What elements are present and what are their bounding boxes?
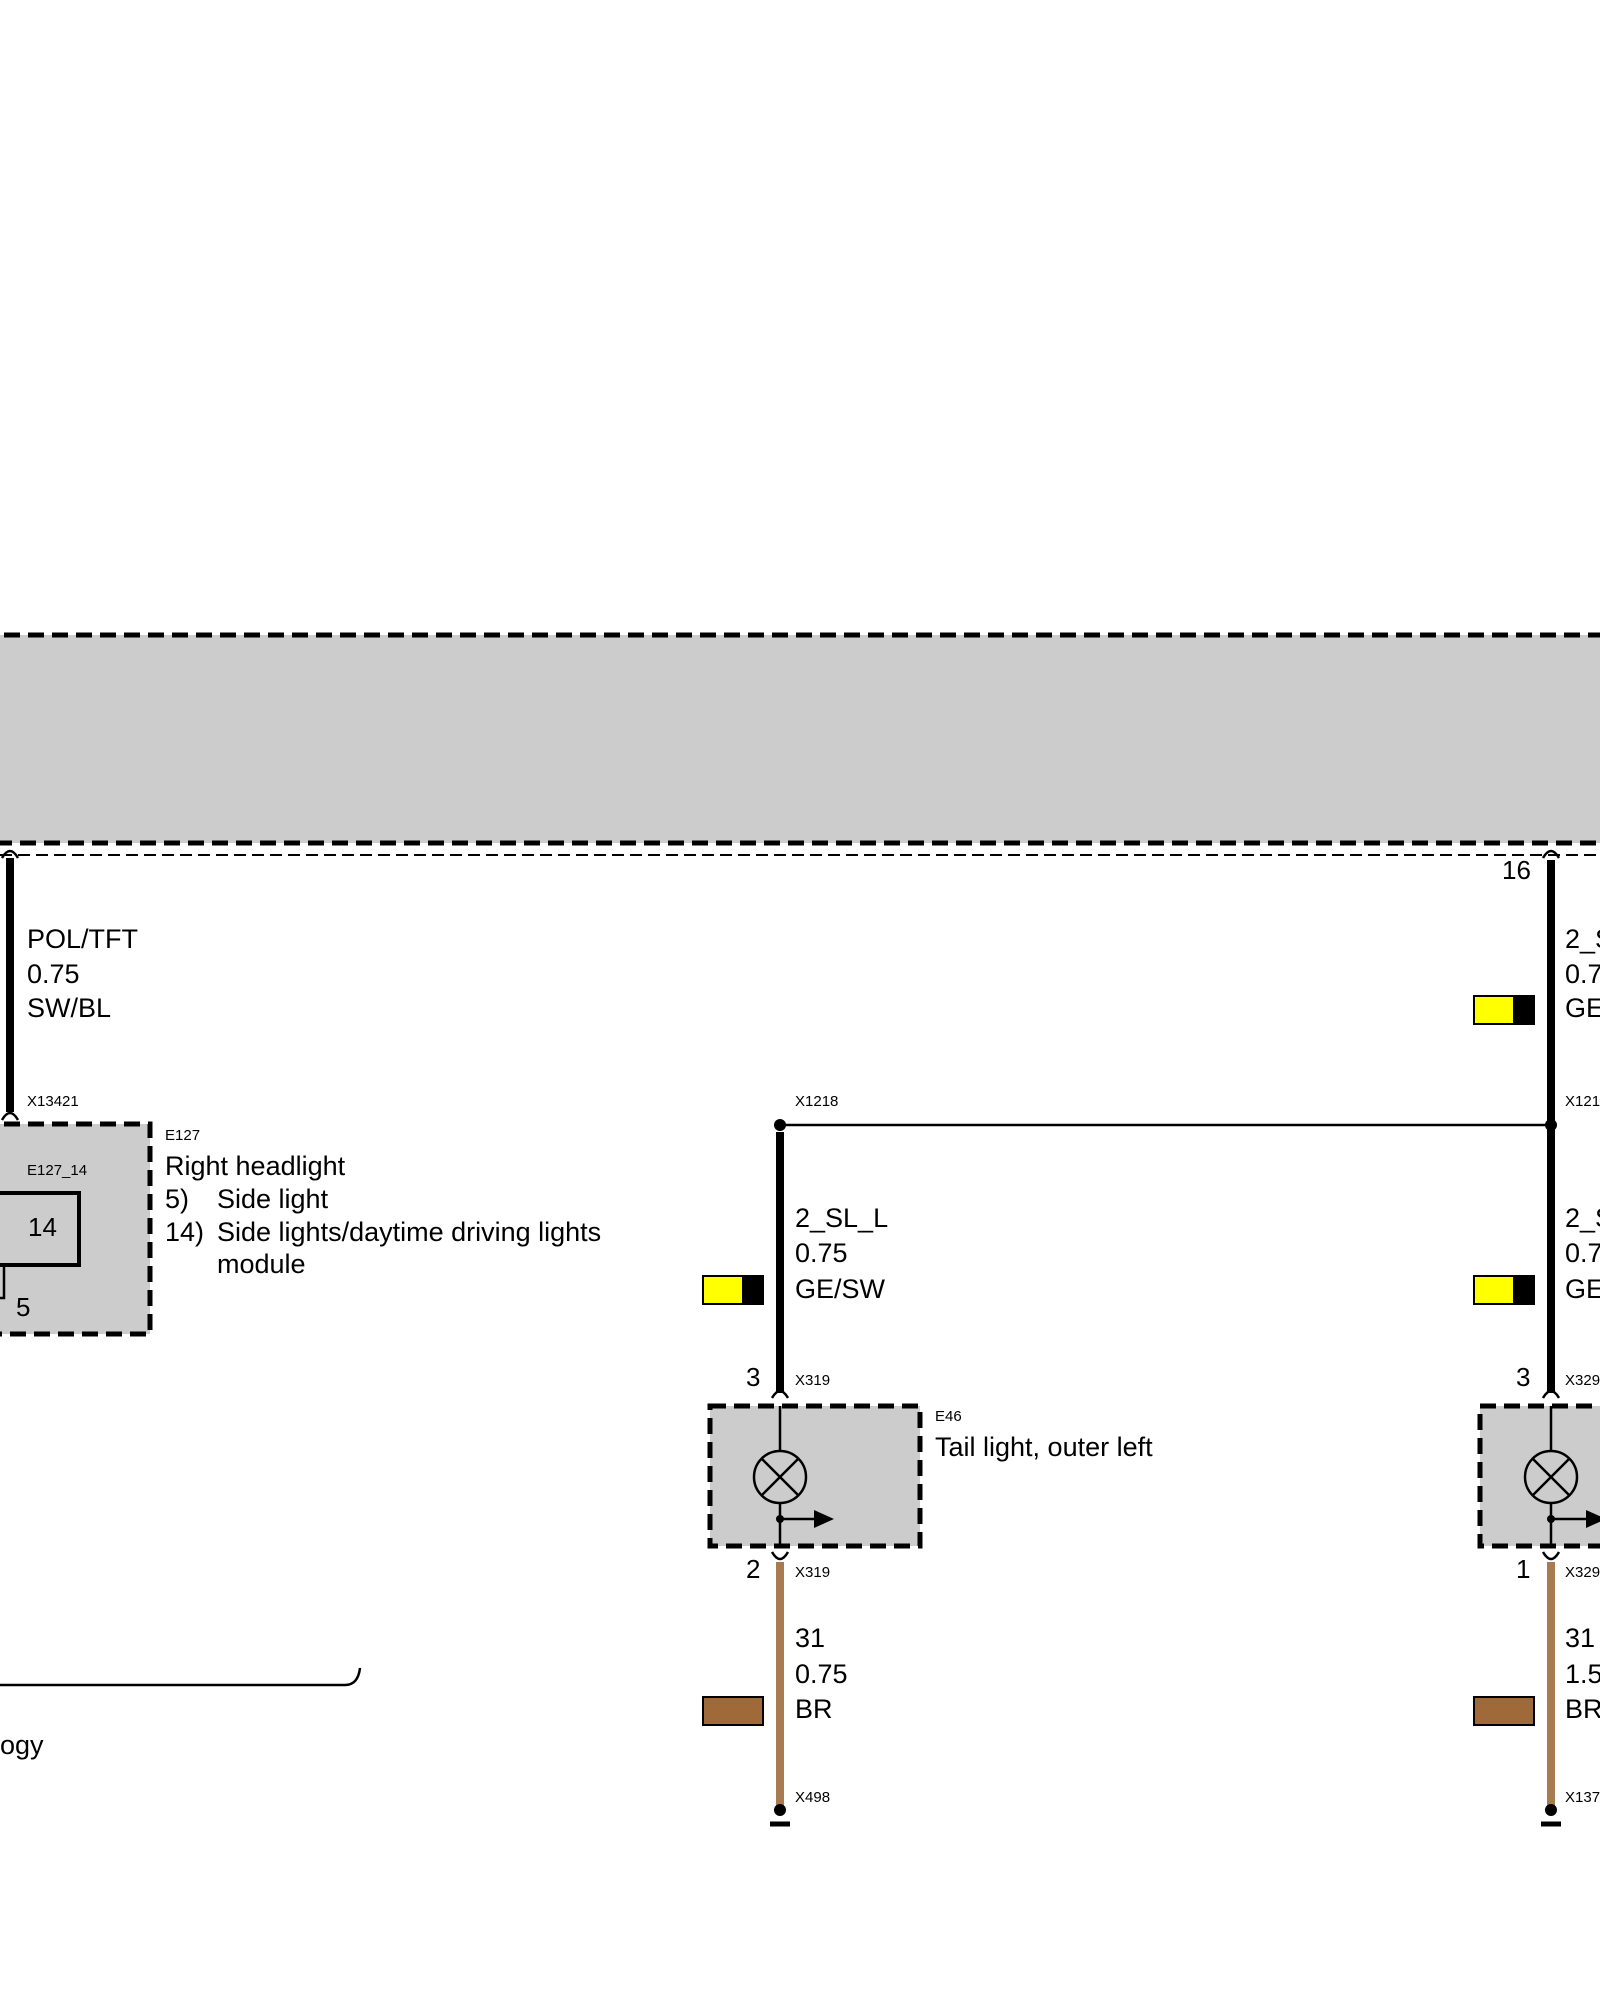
connector-label: X319 [795,1372,830,1389]
wire-gauge: 0.75 [795,1659,848,1689]
component-title: Tail light, outer left [935,1432,1153,1462]
connector-label: X498 [795,1789,830,1806]
wire-gauge: 0.7 [1565,959,1600,989]
splice-dot [774,1119,786,1131]
connector-label: X329 [1565,1372,1600,1389]
connector-label: X329 [1565,1564,1600,1581]
wire-color: GE [1565,993,1600,1023]
pin-14-block [0,1191,81,1267]
wire-color: BR [1565,1694,1600,1724]
connector-label: X13421 [27,1093,79,1110]
wire-name: 2_S [1565,1203,1600,1233]
wire-color: SW/BL [27,993,111,1023]
splice-dot [1545,1119,1557,1131]
wire-color: GE/SW [795,1274,886,1304]
connector-label: X121 [1565,1093,1600,1110]
wire-name: 2_SL_L [795,1203,888,1233]
connector-label: X1218 [795,1093,838,1110]
component-title: Right headlight [165,1151,346,1181]
component-item-text: Side light [217,1184,329,1214]
lamp-icon-cross [761,1458,799,1496]
color-chip-yellow [1473,995,1515,1025]
internal-line [0,1265,6,1300]
color-chip-black [742,1275,764,1305]
color-chip-yellow [702,1275,744,1305]
wire-gauge: 0.7 [1565,1238,1600,1268]
wire-name: POL/TFT [27,924,138,954]
connector-cup [0,1111,20,1121]
pin-number: 14 [28,1212,57,1242]
connector-label: X137 [1565,1789,1600,1806]
wire-name: 2_S [1565,924,1600,954]
arrow-icon [1586,1510,1600,1528]
footnote-fragment: ogy [0,1730,44,1760]
component-item-num: 5) [165,1184,189,1214]
pin-number: 5 [16,1292,30,1322]
pin-number: 16 [1502,855,1531,885]
wire-color: GE [1565,1274,1600,1304]
ground-dot [1545,1804,1557,1816]
color-chip-black [1513,995,1535,1025]
wire-name: 31 [795,1623,825,1653]
control-module-box [0,632,1600,846]
wire-gauge: 0.75 [795,1238,848,1268]
wire-gauge: 0.75 [27,959,80,989]
color-chip-yellow [1473,1275,1515,1305]
color-chip-brown [702,1696,764,1726]
component-id: E127 [165,1127,200,1144]
component-id: E46 [935,1408,962,1425]
connector-label: E127_14 [27,1162,87,1179]
wire-color: BR [795,1694,833,1724]
wire-gauge: 1.5 [1565,1659,1600,1689]
arrow-icon [814,1510,834,1528]
pin-number: 2 [746,1554,760,1584]
wire-name: 31 [1565,1623,1595,1653]
color-chip-brown [1473,1696,1535,1726]
connector-cup [1541,1551,1561,1561]
connector-label: X319 [795,1564,830,1581]
connector-cup [1541,1389,1561,1399]
grouping-bracket [0,1667,362,1687]
connector-cup [770,1551,790,1561]
ground-dot [774,1804,786,1816]
pin-number: 3 [746,1362,760,1392]
color-chip-black [1513,1275,1535,1305]
component-item-text: Side lights/daytime driving lights [217,1217,601,1247]
lamp-icon-cross [1532,1458,1570,1496]
connector-cup [770,1389,790,1399]
component-item-continuation: module [217,1249,306,1279]
pin-number: 3 [1516,1362,1530,1392]
pin-number: 1 [1516,1554,1530,1584]
component-item-num: 14) [165,1217,204,1247]
connector-cup [1541,849,1561,859]
connector-cup [0,849,20,859]
